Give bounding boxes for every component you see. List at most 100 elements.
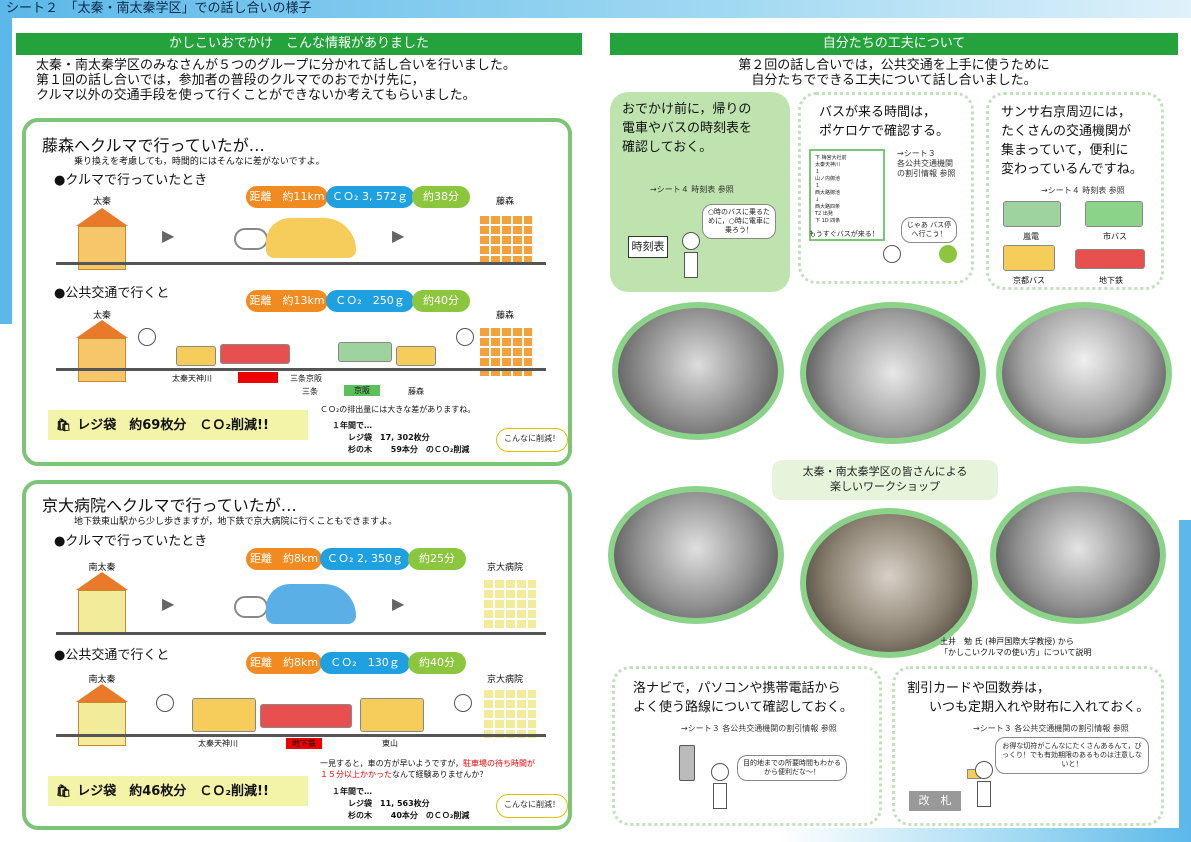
exhaust-cloud-icon	[234, 596, 268, 618]
case2-note: 一見すると，車の方が早いようですが，駐車場の待ち時間が １５分以上かかったなんて…	[320, 758, 570, 780]
workshop-photo	[990, 486, 1166, 624]
case2-car-distance: 距離 約8km	[246, 548, 322, 570]
tip1-ref: →シート４ 時刻表 参照	[650, 185, 734, 194]
station-label: 三条	[302, 387, 318, 396]
tip4-line: 洛ナビで，パソコンや携帯電話から	[633, 681, 841, 696]
intro-line-3: クルマ以外の交通手段を使って行くことができないか考えてもらいました。	[36, 88, 476, 103]
tip2-ref-line: →シート３	[897, 149, 936, 158]
station-building-icon	[360, 698, 424, 732]
screen-line: 下 梅宮大社前	[815, 155, 847, 161]
arrow-icon: ▶	[392, 226, 405, 245]
transit-label: 京都バス	[1013, 276, 1045, 285]
right-section-band: 自分たちの工夫について	[610, 33, 1178, 55]
tip1-box: おでかけ前に，帰りの 電車やバスの時刻表を 確認しておく。 →シート４ 時刻表 …	[610, 92, 790, 292]
mobile-phone-icon	[679, 745, 695, 781]
person-icon	[975, 761, 993, 779]
person-icon	[883, 245, 901, 263]
screen-line: １	[815, 183, 821, 189]
walker-icon	[138, 328, 156, 346]
tip4-bubble: 目的地までの所要時間もわかるから便利だな～！	[737, 755, 847, 781]
case2-car-label: ●クルマで行っていたとき	[54, 534, 208, 549]
case2-pt-distance: 距離 約8km	[246, 652, 322, 674]
person-icon	[711, 763, 729, 781]
intro-line-2: 第１回の話し合いでは，参加者の普段のクルマでのおでかけ先に，	[36, 73, 425, 88]
arrow-icon: ▶	[392, 594, 405, 613]
tip4-text: 洛ナビで，パソコンや携帯電話から よく使う路線について確認しておく。	[633, 679, 853, 717]
tip2-bubble: じゃあ バス停へ行こう！	[901, 217, 957, 243]
bottom-strip	[780, 828, 1191, 842]
arrow-icon: ▶	[162, 594, 175, 613]
workshop-photo	[608, 486, 784, 624]
speaker-label: 土井 勉 氏 (神戸国際大学教授) から 「かしこいクルマの使い方」について説明	[940, 636, 1092, 658]
case1-pt-house	[78, 338, 126, 382]
case1-origin-label: 太秦	[92, 197, 111, 207]
case1-pt-distance: 距離 約13km	[246, 290, 328, 312]
case1-dest-label: 藤森	[495, 197, 514, 207]
tip4-box: 洛ナビで，パソコンや携帯電話から よく使う路線について確認しておく。 →シート３…	[612, 666, 882, 826]
right-intro: 第２回の話し合いでは，公共交通を上手に使うために 自分たちでできる工夫について話…	[610, 58, 1178, 88]
case2-bag-box: 🛍レジ袋 約46枚分 ＣＯ₂削減!!	[48, 776, 308, 806]
case2-note-a: 一見すると，車の方が早いようですが，	[320, 759, 464, 768]
arrow-icon: ▶	[162, 226, 175, 245]
screen-line: １	[815, 169, 821, 175]
case2-note-red1: 駐車場の待ち時間が	[463, 759, 536, 768]
tip1-line: おでかけ前に，帰りの	[622, 102, 752, 117]
tip2-text: バスが来る時間は， ポケロケで確認する。	[819, 103, 949, 141]
case2-pt-house-roof	[76, 684, 128, 702]
tip2-ref-line: の割引情報 参照	[897, 169, 956, 178]
tip5-line: 割引カードや回数券は，	[907, 681, 1051, 696]
case2-bubble: こんなに削減！	[496, 794, 568, 818]
case2-note-red2: １５分以上かかった	[320, 770, 392, 779]
right-intro-line-2: 自分たちでできる工夫について話し合いました。	[751, 73, 1037, 88]
ticket-gate-tag: 改 札	[909, 791, 961, 811]
tip3-ref: →シート４ 時刻表 参照	[1041, 186, 1125, 195]
randen-tram-icon	[1003, 201, 1061, 227]
case1-title: 藤森へクルマで行っていたが…	[42, 136, 265, 155]
case1-car-distance: 距離 約11km	[246, 186, 328, 208]
case2-origin-house	[78, 590, 126, 634]
screen-line: T2 出発	[815, 211, 833, 217]
tip5-box: 割引カードや回数券は， いつも定期入れや財布に入れておく。 →シート３ 各公共交…	[892, 666, 1164, 826]
walker-icon	[156, 694, 174, 712]
tip2-line: バスが来る時間は，	[819, 105, 937, 120]
case2-year-head: １年間で…	[332, 787, 372, 796]
case1-origin-house-roof	[76, 208, 128, 226]
case2-pt-house	[78, 702, 126, 746]
walker-icon	[456, 328, 474, 346]
station-label: 藤森	[408, 387, 424, 396]
case1-pt-time: 約40分	[412, 290, 470, 312]
person-body-icon	[713, 783, 727, 809]
yellow-car-icon	[266, 218, 356, 258]
kyoto-bus-icon	[1003, 245, 1055, 271]
station-building-icon	[192, 698, 256, 732]
screen-line: 山ノ内御池	[815, 176, 841, 182]
blue-car-icon	[266, 584, 356, 624]
station-label: 東山	[382, 739, 398, 748]
tip1-bubble: ○時のバスに乗るために，○時に電車に乗ろう！	[702, 204, 776, 239]
tip2-box: バスが来る時間は， ポケロケで確認する。 →シート３ 各公共交通機関 の割引情報…	[798, 92, 974, 284]
tip3-text: サンサ右京周辺には， たくさんの交通機関が 集まっていて，便利に 変わっているん…	[1001, 103, 1143, 179]
case1-car-ground-line	[56, 262, 546, 265]
transit-label: 地下鉄	[1099, 276, 1123, 285]
case1-pt-label: ●公共交通で行くと	[54, 286, 170, 301]
station-label-highlight: 烏丸御池	[238, 372, 278, 383]
tip3-line: サンサ右京周辺には，	[1001, 105, 1132, 120]
intro-line-1: 太秦・南太秦学区のみなさんが５つのグループに分かれて話し合いを行いました。	[36, 58, 516, 73]
case1-car-time: 約38分	[412, 186, 470, 208]
case2-origin-house-roof	[76, 572, 128, 590]
station-label-highlight: 地下鉄	[286, 738, 322, 749]
station-label: 太秦天神川	[198, 739, 238, 748]
screen-line: 西大路四条	[815, 204, 841, 210]
tip2-line: ポケロケで確認する。	[819, 124, 950, 139]
speaker-label-line: 土井 勉 氏 (神戸国際大学教授) から	[940, 637, 1074, 646]
screen-line: 太秦天神川	[815, 162, 841, 168]
screen-line: ↓	[815, 197, 820, 203]
tip5-line: いつも定期入れや財布に入れておく。	[929, 700, 1150, 715]
workshop-photo	[996, 302, 1172, 444]
walker-icon	[454, 694, 472, 712]
workshop-caption: 太秦・南太秦学区の皆さんによる 楽しいワークショップ	[772, 460, 998, 500]
case1-pt-dest-label: 藤森	[495, 311, 514, 321]
speaker-label-line: 「かしこいクルマの使い方」について説明	[940, 648, 1092, 657]
case2-subtitle: 地下鉄東山駅から少し歩きますが，地下鉄で京大病院に行くこともできますよ。	[74, 517, 398, 527]
person-body-icon	[977, 781, 991, 807]
